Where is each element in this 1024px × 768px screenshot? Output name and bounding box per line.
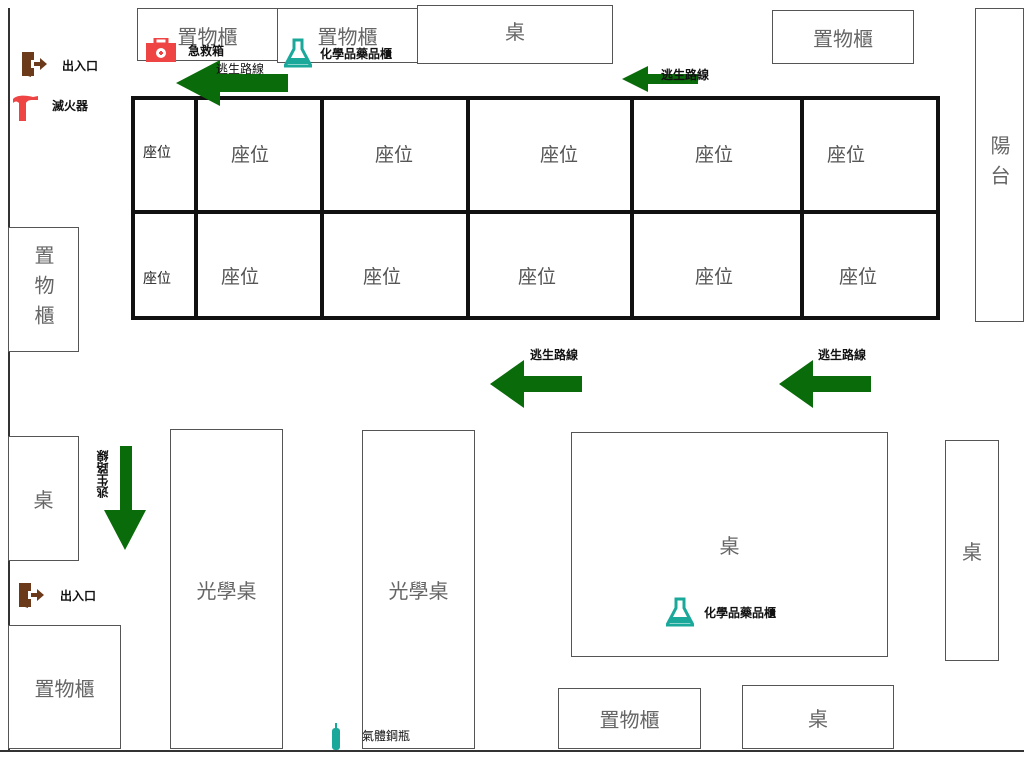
- seat: 座位: [221, 266, 260, 288]
- label: 置物櫃: [177, 25, 238, 49]
- first-aid-kit-icon: [146, 38, 176, 62]
- label: 桌: [719, 534, 740, 558]
- top-right-locker: 置物櫃: [772, 10, 914, 64]
- seat: 座位: [375, 144, 414, 166]
- bottom-left-locker: 置物櫃: [8, 625, 121, 749]
- balcony: 陽台: [975, 8, 1024, 322]
- seat: 座位: [363, 266, 402, 288]
- label: 桌: [505, 20, 525, 44]
- seat: 座位: [540, 144, 579, 166]
- exit-label: 出入口: [60, 589, 97, 603]
- seating-grid: 座位 座位 座位 座位 座位 座位 座位 座位 座位 座位 座位 座位: [131, 96, 940, 320]
- escape-arrow-down: [104, 446, 146, 550]
- right-desk: 桌: [945, 440, 999, 661]
- label: 桌: [962, 540, 982, 564]
- label: 光學桌: [196, 578, 257, 603]
- first-aid-label: 急救箱: [188, 44, 225, 58]
- chem-cabinet-label: 化學品藥品櫃: [320, 47, 393, 61]
- extinguisher-label: 滅火器: [52, 99, 89, 113]
- seat: 座位: [143, 271, 171, 287]
- gas-cylinder-icon: [332, 723, 340, 750]
- exit-label: 出入口: [62, 59, 99, 73]
- optical-table-1: 光學桌: [170, 429, 283, 749]
- escape-route-label: 逃生路線: [96, 450, 110, 498]
- escape-route-label: 逃生路線: [216, 62, 265, 76]
- chem-cabinet-label: 化學品藥品櫃: [704, 606, 777, 620]
- seat: 座位: [839, 266, 878, 288]
- escape-arrow-left: [490, 360, 582, 408]
- bottom-locker: 置物櫃: [558, 688, 701, 749]
- flask-icon: [284, 38, 312, 68]
- seat: 座位: [695, 266, 734, 288]
- left-desk: 桌: [8, 436, 79, 561]
- seat: 座位: [518, 266, 557, 288]
- label: 桌: [808, 706, 828, 731]
- escape-arrow-left: [779, 360, 871, 408]
- top-desk: 桌: [417, 5, 613, 64]
- flask-icon: [666, 597, 694, 627]
- escape-route-label: 逃生路線: [818, 348, 867, 362]
- exit-door-icon: [19, 583, 44, 608]
- label: 置物櫃: [317, 25, 378, 49]
- seat: 座位: [143, 145, 171, 161]
- left-wall: [8, 8, 10, 752]
- bottom-wall: [0, 750, 1024, 752]
- escape-route-label: 逃生路線: [530, 348, 579, 362]
- seat: 座位: [695, 144, 734, 166]
- exit-door-icon: [22, 52, 47, 77]
- optical-table-2: 光學桌: [362, 430, 475, 749]
- label: 置物櫃: [599, 708, 660, 732]
- label: 置物櫃: [813, 26, 873, 51]
- label: 陽台: [987, 135, 1011, 195]
- escape-arrow-left: [176, 60, 288, 106]
- label: 光學桌: [388, 579, 449, 603]
- seat: 座位: [827, 144, 866, 166]
- left-locker: 置物櫃: [8, 227, 79, 352]
- gas-cylinder-label: 氣體鋼瓶: [362, 729, 411, 743]
- label: 置物櫃: [34, 676, 95, 701]
- escape-arrow-left: [622, 66, 698, 92]
- label: 置物櫃: [31, 244, 55, 335]
- big-desk: 桌: [571, 432, 888, 657]
- escape-route-label: 逃生路線: [661, 68, 710, 82]
- bottom-desk: 桌: [742, 685, 894, 749]
- label: 桌: [33, 488, 54, 512]
- fire-extinguisher-icon: [13, 95, 38, 121]
- seat: 座位: [231, 144, 270, 166]
